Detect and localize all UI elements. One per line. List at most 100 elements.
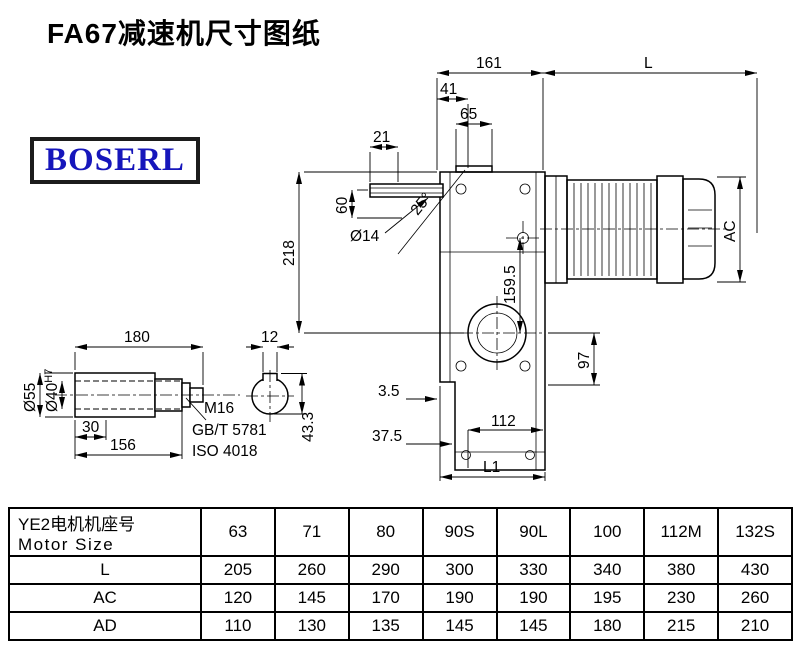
cell-AD-90l: 145 bbox=[495, 611, 572, 641]
cell-AD-112m: 215 bbox=[643, 611, 720, 641]
note-m16: M16 bbox=[204, 400, 234, 417]
dim-60: 60 bbox=[334, 189, 402, 219]
row-label-AC: AC bbox=[8, 583, 202, 613]
cell-AD-80: 135 bbox=[347, 611, 424, 641]
mounting-rod bbox=[369, 183, 444, 198]
dim-L1-label: L1 bbox=[483, 459, 500, 476]
dim-L-label: L bbox=[644, 55, 653, 72]
dim-dia55: Ø55 bbox=[22, 372, 73, 418]
logo-boserl: BOSERL bbox=[30, 137, 200, 184]
dim-180-label: 180 bbox=[124, 329, 150, 346]
header-motor-size: YE2电机机座号 Motor Size bbox=[8, 507, 202, 557]
dim-L: L bbox=[543, 55, 757, 76]
main-drawing-view: 161 L 41 65 21 bbox=[281, 55, 758, 481]
row-label-L: L bbox=[8, 555, 202, 585]
cell-AD-71: 130 bbox=[273, 611, 350, 641]
shaft-cross-section bbox=[246, 370, 294, 422]
cell-L-90l: 330 bbox=[495, 555, 572, 585]
dim-159-5: 159.5 bbox=[502, 238, 523, 333]
table-row-L: L 205 260 290 300 330 340 380 430 bbox=[8, 555, 793, 585]
bolt-hole bbox=[525, 450, 535, 460]
table-header-row: YE2电机机座号 Motor Size 63 71 80 90S 90L 100… bbox=[8, 507, 793, 557]
dim-43-3-label: 43.3 bbox=[300, 412, 317, 442]
dim-dia14-label: Ø14 bbox=[350, 228, 380, 245]
dim-30: 30 bbox=[75, 419, 107, 440]
cell-AC-63: 120 bbox=[200, 583, 276, 613]
dim-21-label: 21 bbox=[373, 129, 390, 146]
dim-3-5: 3.5 bbox=[378, 383, 437, 402]
bolt-hole bbox=[519, 183, 531, 195]
shaft-detail-view: 180 Ø55 Ø40H7 30 156 bbox=[22, 329, 317, 460]
bolt-hole bbox=[455, 360, 467, 372]
column-header-80: 80 bbox=[347, 507, 424, 557]
table-row-AD: AD 110 130 135 145 145 180 215 210 bbox=[8, 611, 793, 641]
dim-12-label: 12 bbox=[261, 329, 278, 346]
motor-fins bbox=[573, 183, 652, 276]
dim-60-label: 60 bbox=[334, 196, 351, 214]
logo-text: BOSERL bbox=[45, 142, 185, 178]
dim-65: 65 bbox=[455, 106, 493, 166]
bolt-hole bbox=[455, 183, 467, 195]
cell-L-100: 340 bbox=[569, 555, 646, 585]
header-motor-size-en: Motor Size bbox=[18, 534, 115, 554]
column-header-132s: 132S bbox=[717, 507, 793, 557]
dim-65-label: 65 bbox=[460, 106, 477, 123]
angle-reference-line bbox=[397, 169, 466, 255]
dim-12: 12 bbox=[246, 329, 294, 372]
bolt-hole bbox=[461, 450, 471, 460]
page-title: FA67减速机尺寸图纸 bbox=[47, 18, 321, 49]
bolt-note: M16 GB/T 5781 ISO 4018 bbox=[185, 397, 267, 460]
motor-outline bbox=[540, 175, 728, 284]
cell-L-80: 290 bbox=[347, 555, 424, 585]
cell-L-132s: 430 bbox=[717, 555, 793, 585]
cell-AD-63: 110 bbox=[200, 611, 276, 641]
dim-112: 112 bbox=[467, 413, 543, 468]
column-header-90s: 90S bbox=[421, 507, 498, 557]
dim-dia40h7-label: Ø40H7 bbox=[43, 369, 61, 412]
dimension-drawing: 161 L 41 65 21 bbox=[22, 55, 758, 481]
cell-AC-132s: 260 bbox=[717, 583, 793, 613]
dim-156: 156 bbox=[74, 411, 183, 459]
column-header-63: 63 bbox=[200, 507, 276, 557]
dim-dia14: Ø14 bbox=[350, 197, 429, 245]
note-iso4018: ISO 4018 bbox=[192, 443, 258, 460]
dim-112-label: 112 bbox=[491, 413, 516, 430]
cell-L-90s: 300 bbox=[421, 555, 498, 585]
cell-AC-112m: 230 bbox=[643, 583, 720, 613]
dim-L1: L1 bbox=[439, 386, 546, 481]
dim-37-5-label: 37.5 bbox=[372, 428, 402, 445]
dim-21: 21 bbox=[369, 129, 399, 182]
row-label-AD: AD bbox=[8, 611, 202, 641]
column-header-112m: 112M bbox=[643, 507, 720, 557]
dim-3-5-label: 3.5 bbox=[378, 383, 400, 400]
gearbox-outline bbox=[439, 165, 546, 471]
dim-161: 161 bbox=[436, 55, 758, 233]
dim-AC-label: AC bbox=[722, 220, 739, 242]
column-header-100: 100 bbox=[569, 507, 646, 557]
dim-dia40h7: Ø40H7 bbox=[43, 369, 65, 412]
dim-218-label: 218 bbox=[281, 240, 298, 266]
cell-AD-90s: 145 bbox=[421, 611, 498, 641]
cell-L-63: 205 bbox=[200, 555, 276, 585]
dim-97-label: 97 bbox=[576, 352, 593, 369]
cell-L-71: 260 bbox=[273, 555, 350, 585]
dim-41: 41 bbox=[437, 81, 469, 168]
fan-cowl bbox=[682, 178, 716, 280]
table-row-AC: AC 120 145 170 190 190 195 230 260 bbox=[8, 583, 793, 613]
dim-41-label: 41 bbox=[440, 81, 457, 98]
cell-AD-100: 180 bbox=[569, 611, 646, 641]
cell-AD-132s: 210 bbox=[717, 611, 793, 641]
note-gb5781: GB/T 5781 bbox=[192, 422, 267, 439]
dim-dia55-label: Ø55 bbox=[22, 383, 39, 412]
header-motor-size-cn: YE2电机机座号 bbox=[18, 514, 136, 534]
cell-AC-90l: 190 bbox=[495, 583, 572, 613]
dim-159-5-label: 159.5 bbox=[502, 265, 519, 304]
cell-AC-71: 145 bbox=[273, 583, 350, 613]
dim-218: 218 bbox=[281, 171, 464, 334]
column-header-71: 71 bbox=[273, 507, 350, 557]
motor-size-table: YE2电机机座号 Motor Size 63 71 80 90S 90L 100… bbox=[8, 507, 793, 641]
column-header-90l: 90L bbox=[495, 507, 572, 557]
shaft-outline bbox=[55, 372, 240, 418]
dim-37-5: 37.5 bbox=[372, 428, 452, 447]
dim-97: 97 bbox=[548, 332, 600, 386]
